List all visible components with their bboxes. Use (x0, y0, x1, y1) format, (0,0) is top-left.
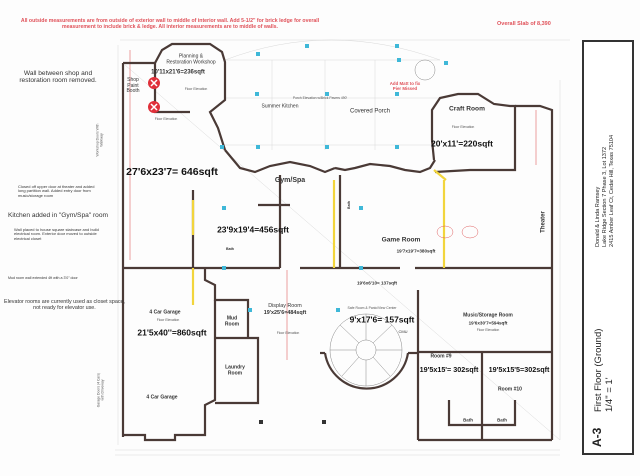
workshop-area: 10'11x21'6=236sqft (151, 69, 205, 76)
room-bath-9: Bath (463, 417, 473, 423)
posts (259, 420, 326, 424)
spiral-staircase (329, 59, 436, 387)
craft-area: 20'x11'=220sqft (431, 138, 493, 149)
highlighted-walls (191, 169, 447, 305)
removed-wall-marks (148, 77, 160, 113)
room-10-area: 19'5x15'5=302sqft (488, 365, 550, 375)
display-area: 19'x25'6=484sqft (263, 310, 307, 317)
dimension-lines (115, 39, 570, 456)
note-kitchen-added: Kitchen added in "Gym/Spa" room (8, 212, 108, 219)
shop-area: 27'6x23'7= 646sqft (126, 166, 218, 179)
owner-name: Donald & Linda Ramsey (595, 186, 601, 247)
garage-area: 21'5x40''=860sqft (137, 327, 207, 338)
columns (220, 44, 448, 312)
note-workshop-doors: Workshop Doors With Walkway (95, 123, 103, 157)
room-paint-booth: Shop Paint Booth (126, 76, 140, 94)
sheet-scale: 1/4" = 1' (604, 377, 615, 412)
room-craft: Craft Room (449, 105, 485, 113)
red-guide-lines (129, 50, 537, 360)
note-add-matt: Add Matt to fix Pier Missed (389, 81, 421, 91)
room-laundry: Laundry Room (225, 364, 245, 376)
overall-slab: Overall Slab of 8,390 (497, 21, 551, 27)
note-mud-room: Mud room wall extended 4ft with a 3'0" d… (8, 276, 78, 280)
floor-elevation-label: Floor Elevation (476, 328, 500, 333)
room-bath-game: Bath (347, 201, 352, 209)
room-10: Room #10 (498, 386, 522, 393)
floor-elevation-label: Floor Elevation (451, 125, 475, 130)
room-garage-1: 4 Car Garage (149, 309, 181, 316)
gym-area: 23'9x19'4=456sqft (217, 224, 289, 235)
room-garage-2: 4 Car Garage (146, 394, 178, 401)
floor-elevation-label: Floor Elevation (154, 117, 178, 122)
safe-area: 9'x17'6= 157sqft (349, 314, 415, 325)
property-address: 2415 Amber Leaf Ct, Cedar Hill, Texas 75… (609, 134, 615, 247)
lot-description: Lake Ridge Section 7 Phase 3, Lot 1372 (602, 146, 608, 247)
hall-area: 19'6x6'10= 137sqft (356, 280, 398, 286)
room-music-storage: Music/Storage Room (463, 312, 513, 319)
game-area: 19'7x19'7=380sqft (396, 248, 436, 254)
room-summer-kitchen: Summer Kitchen (261, 103, 299, 110)
porch-elevation: Porch Elevation w/Brick Pavers 490' (292, 96, 348, 101)
sheet-number: A-3 (590, 427, 604, 447)
note-elevator: Elevator rooms are currently used as clo… (3, 299, 126, 311)
note-garage-doors: Garage Doors (4 Cars) with Driveway (96, 372, 104, 408)
sheet-title: First Floor (Ground) (593, 328, 604, 412)
room-theater: Theater (540, 211, 547, 233)
floor-elevation-label: Floor Elevation (156, 318, 180, 323)
title-block: A-3 First Floor (Ground) 1/4" = 1' Donal… (582, 40, 634, 455)
room-9-area: 19'5x15'= 302sqft (419, 365, 479, 375)
measurement-note: All outside measurements are from outsid… (20, 18, 320, 30)
room-covered-porch: Covered Porch (349, 108, 391, 115)
note-staircase-wall: Wall placed to house square staircase an… (14, 227, 99, 241)
floor-elevation-label: Floor Elevation (276, 331, 300, 336)
room-mud: Mud Room (224, 315, 240, 327)
room-display: Display Room (268, 303, 302, 310)
cmu-label: CMU (398, 328, 408, 334)
note-wall-removed: Wall between shop and restoration room r… (19, 70, 97, 85)
room-workshop: Planning & Restoration Workshop (166, 53, 216, 65)
room-safe: Safe Room & Panic/View Center (347, 306, 397, 311)
note-theater-door: Closed off upper door at theater and add… (18, 184, 95, 198)
music-area: 19'6x30'7=594sqft (468, 320, 508, 326)
floor-elevation-label: Floor Elevation (184, 87, 208, 92)
room-game: Game Room (381, 236, 421, 244)
walls (121, 42, 554, 442)
room-9: Room #9 (430, 353, 452, 360)
room-bath-gym: Bath (226, 247, 234, 252)
room-bath-10: Bath (497, 417, 507, 423)
room-gym-spa: Gym/Spa (274, 177, 306, 185)
